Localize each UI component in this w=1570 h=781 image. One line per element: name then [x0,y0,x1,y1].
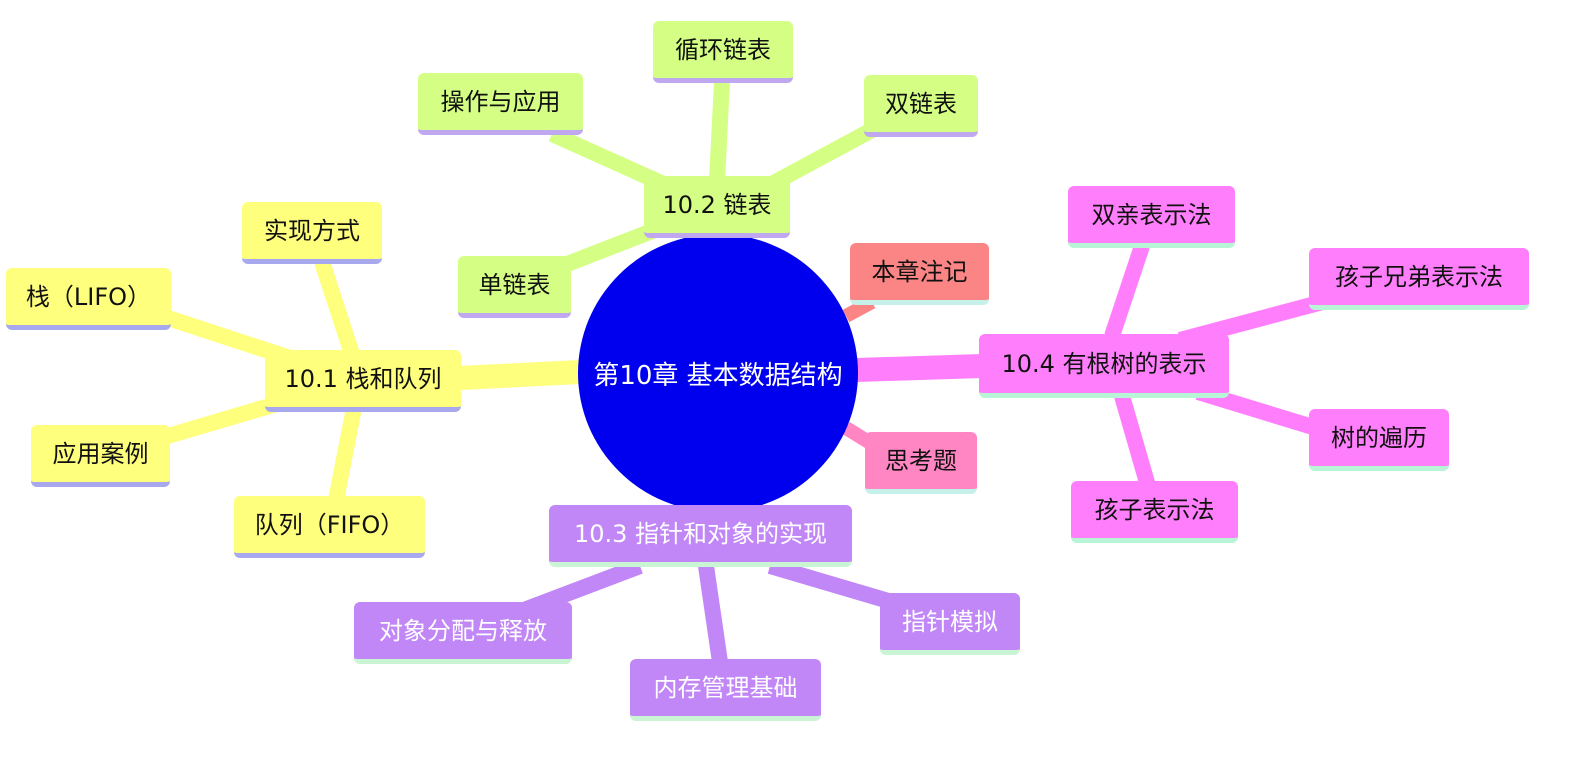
node-child-sibling-representation[interactable]: 孩子兄弟表示法 [1309,248,1529,310]
branch-exercises[interactable]: 思考题 [865,432,977,494]
branch-stack-queue[interactable]: 10.1 栈和队列 [265,350,461,412]
node-tree-traversal[interactable]: 树的遍历 [1309,409,1449,471]
edge-pointer-sim [767,558,895,610]
edge-tree-traverse [1195,384,1319,436]
central-topic[interactable]: 第10章 基本数据结构 [578,234,858,512]
edge-center-tree [855,354,983,382]
edge-center-stack [459,360,581,390]
branch-pointers-objects[interactable]: 10.3 指针和对象的实现 [549,505,852,567]
node-application-cases[interactable]: 应用案例 [31,425,170,487]
node-child-representation[interactable]: 孩子表示法 [1071,481,1238,543]
node-allocation[interactable]: 对象分配与释放 [354,602,572,664]
edge-list-single [559,220,663,274]
edge-tree-parent [1104,243,1150,339]
edge-tree-child [1114,393,1156,489]
edge-tree-sibling [1177,292,1333,348]
edge-list-cyclic [709,81,730,181]
node-queue-fifo[interactable]: 队列（FIFO） [234,496,425,558]
node-parent-representation[interactable]: 双亲表示法 [1068,186,1235,248]
node-doubly-list[interactable]: 双链表 [864,75,978,137]
node-memory-basics[interactable]: 内存管理基础 [630,659,821,721]
node-implementation[interactable]: 实现方式 [242,202,382,264]
edge-pointer-memory [698,564,728,664]
edge-stack-impl [314,259,360,357]
branch-linked-list[interactable]: 10.2 链表 [644,176,790,238]
node-singly-list[interactable]: 单链表 [458,256,571,318]
node-pointer-simulation[interactable]: 指针模拟 [880,593,1020,655]
node-stack-lifo[interactable]: 栈（LIFO） [6,268,171,330]
edge-stack-fifo [328,406,362,502]
node-circular-list[interactable]: 循环链表 [653,21,793,83]
branch-chapter-notes[interactable]: 本章注记 [850,243,989,305]
node-operations[interactable]: 操作与应用 [418,73,583,135]
branch-rooted-tree[interactable]: 10.4 有根树的表示 [979,334,1229,398]
